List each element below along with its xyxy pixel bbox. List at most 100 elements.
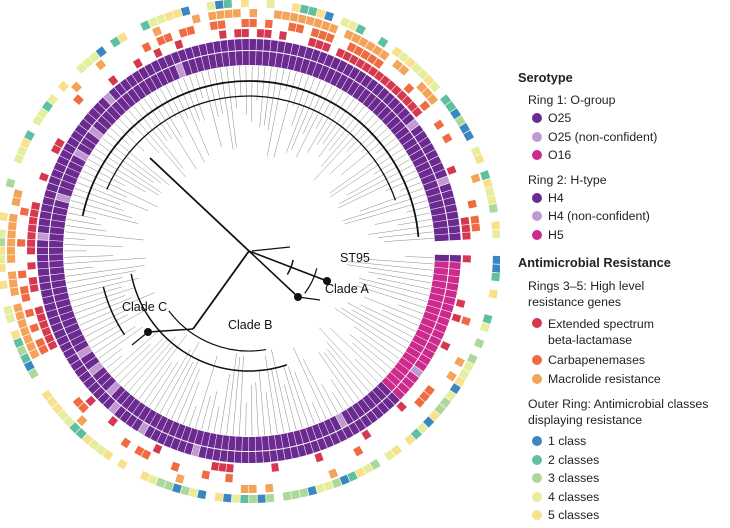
outer-ring-segment <box>266 494 275 503</box>
tree-tip <box>384 238 433 241</box>
legend-item-label: H5 <box>548 229 564 243</box>
ring5-segment <box>175 474 185 484</box>
ring1-segment <box>235 437 242 451</box>
legend-item-label: O25 (non-confident) <box>548 131 657 145</box>
tree-tip <box>397 219 431 225</box>
tree-tip <box>129 337 176 392</box>
tree-tip <box>160 342 199 413</box>
ring5-segment <box>152 26 162 36</box>
ring2-segment <box>449 233 460 240</box>
ring2-segment <box>277 449 285 461</box>
phylogenetic-tree-figure: ST95 Clade A Clade B Clade C <box>0 0 500 503</box>
tree-tip <box>196 74 203 98</box>
ring5-segment <box>13 303 23 312</box>
legend-item-label: O25 <box>548 112 571 126</box>
tree-tip <box>99 327 143 359</box>
outer-ring-segment <box>492 264 500 272</box>
outer-ring-segment <box>232 494 240 502</box>
tree-tip <box>331 379 349 407</box>
ring3-segment <box>257 29 264 37</box>
ring3-segment <box>361 429 371 439</box>
outer-ring-segment <box>0 229 6 237</box>
ring4-segment <box>201 470 210 479</box>
ring3-segment <box>219 463 227 472</box>
outer-ring-segment <box>0 247 5 255</box>
tree-tip <box>214 69 222 113</box>
outer-ring-segment <box>223 494 232 503</box>
ring1-segment <box>228 436 235 450</box>
tree-tip <box>233 357 240 435</box>
ring5-segment <box>249 485 257 493</box>
ring4-segment <box>434 120 445 130</box>
ring4-segment <box>218 20 226 29</box>
ring4-segment <box>296 24 305 33</box>
outer-ring-segment <box>316 484 326 494</box>
ring5-segment <box>329 23 339 33</box>
tree-tip <box>266 392 271 435</box>
legend-item-label: 1 class <box>548 435 586 449</box>
outer-ring-segment <box>491 221 500 230</box>
tree-tip <box>64 245 122 247</box>
ring3-segment <box>108 75 118 86</box>
outer-ring-segment <box>3 305 13 315</box>
ring5-segment <box>7 247 15 255</box>
ring3-segment <box>85 396 96 407</box>
tree-tip <box>347 265 432 277</box>
ring2-segment <box>270 40 278 52</box>
outer-ring-segment <box>480 322 490 332</box>
tree-tip <box>246 66 247 114</box>
ring1-segment <box>269 52 277 67</box>
ring3-segment <box>314 453 323 463</box>
ring2-segment <box>242 452 249 463</box>
ring4-segment <box>241 19 248 27</box>
outer-ring-segment <box>164 481 174 491</box>
ring2-segment <box>213 41 221 53</box>
outer-ring-segment <box>249 495 257 503</box>
tree-tip <box>284 384 296 429</box>
ring3-segment <box>279 31 287 40</box>
outer-ring-segment <box>164 11 174 21</box>
legend-item-esbl: Extended spectrum beta-lactamase <box>532 317 728 349</box>
outer-ring-segment <box>172 9 182 19</box>
tree-tip <box>365 259 433 264</box>
ring5-segment <box>216 10 224 19</box>
legend-item-macrolide: Macrolide resistance <box>532 373 728 387</box>
ring4-segment <box>467 200 476 209</box>
ring4-segment <box>442 133 453 143</box>
outer-ring-segment <box>307 486 317 496</box>
ring5-segment <box>192 14 201 23</box>
ring3-segment <box>34 306 44 315</box>
macrolide-swatch <box>532 374 542 384</box>
tree-tip <box>339 165 413 204</box>
h5-swatch <box>532 230 542 240</box>
ring3-segment <box>463 255 471 262</box>
legend-item-1-class: 1 class <box>532 435 728 449</box>
ring2-segment <box>446 283 458 291</box>
ring2-segment <box>449 262 460 269</box>
tree-branch <box>249 251 298 297</box>
legend-rings-title: Rings 3–5: High level resistance genes <box>528 279 698 311</box>
legend-item-4-classes: 4 classes <box>532 491 728 505</box>
outer-ring-segment <box>172 483 182 493</box>
ring3-segment <box>234 29 241 37</box>
ring2-segment <box>228 40 235 52</box>
tree-tip <box>257 66 259 100</box>
tree-tip <box>316 89 338 129</box>
legend: Serotype Ring 1: O-group O25 O25 (non-co… <box>518 72 728 528</box>
tree-tip <box>349 334 391 369</box>
ring2-segment <box>40 282 52 290</box>
tree-tip <box>115 124 144 152</box>
tree-tip <box>375 213 430 225</box>
ring2-segment <box>449 269 461 277</box>
outer-ring-segment <box>0 264 6 272</box>
outer-ring-segment <box>189 488 198 498</box>
tree-tip <box>246 402 247 436</box>
outer-ring-segment <box>483 179 493 189</box>
ring3-segment <box>30 284 39 292</box>
outer-ring-segment <box>117 459 128 470</box>
tree-tip <box>92 154 159 195</box>
outer-ring-segment <box>215 0 224 9</box>
outer-ring-segment <box>6 178 16 188</box>
outer-ring-segment <box>214 493 223 502</box>
ring2-segment <box>249 452 256 463</box>
